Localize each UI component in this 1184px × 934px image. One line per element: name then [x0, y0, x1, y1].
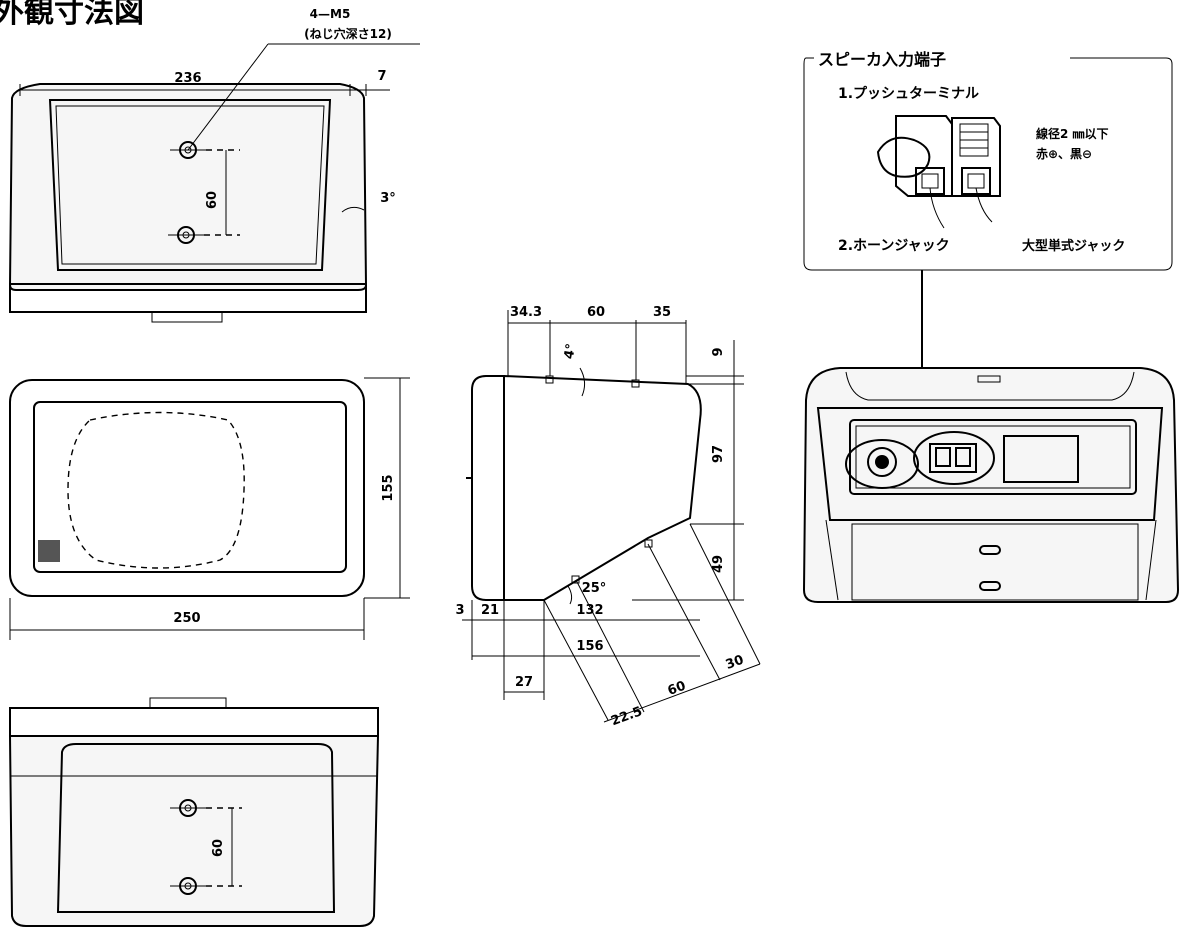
side-dim-label: 60	[666, 679, 688, 699]
face-width-label: 250	[173, 611, 200, 626]
screw-hole	[168, 226, 204, 244]
front-width-label: 236	[174, 71, 201, 86]
front-view: 60 236 7 4—M5 (ねじ穴深さ12) 3°	[8, 7, 420, 323]
side-dim-label: 132	[576, 603, 603, 618]
screw-hole	[170, 799, 206, 817]
front-tilt-label: 3°	[380, 191, 396, 206]
terminal-item-1: 1.プッシュターミナル	[838, 86, 979, 102]
side-dim-label: 60	[587, 305, 605, 320]
side-dim-label: 21	[481, 603, 499, 618]
side-dim-label: 3	[455, 603, 464, 618]
back-panel-view	[802, 367, 1180, 603]
screw-depth-label: (ねじ穴深さ12)	[304, 26, 392, 41]
push-terminal-illustration	[876, 115, 1001, 229]
rear-hole-spacing-label: 60	[211, 839, 226, 857]
screw-hole	[170, 877, 206, 895]
side-dim-label: 35	[653, 305, 671, 320]
screw-label: 4—M5	[310, 7, 351, 21]
side-dim-label: 49	[711, 555, 726, 573]
side-dim-label: 4°	[562, 342, 579, 360]
side-dim-label: 97	[711, 445, 726, 463]
side-dim-label: 30	[724, 653, 746, 673]
rear-view: 60	[8, 697, 380, 927]
terminal-item-2: 2.ホーンジャック	[838, 238, 950, 254]
side-dim-label: 22.5	[609, 704, 644, 729]
side-view: 34.3 60 35 4° 9 97 49 25° 3 21 132 156 2…	[455, 305, 761, 729]
terminal-item-2-spec: 大型単式ジャック	[1022, 238, 1125, 254]
side-dim-label: 156	[576, 639, 603, 654]
side-dim-label: 27	[515, 675, 533, 690]
terminal-callout: スピーカ入力端子 1.プッシュターミナル 線径2 ㎜以下 赤⊕、黒⊖ 2.ホーン…	[803, 50, 1173, 271]
side-dim-label: 9	[711, 347, 726, 356]
terminal-spec-2: 赤⊕、黒⊖	[1036, 146, 1092, 161]
side-dim-label: 25°	[582, 581, 607, 596]
front-offset-label: 7	[377, 69, 386, 84]
face-height-label: 155	[381, 474, 396, 501]
terminal-spec-1: 線径2 ㎜以下	[1036, 126, 1109, 141]
front-hole-spacing-label: 60	[205, 191, 220, 209]
face-view: 155 250	[9, 377, 410, 640]
page-title: 外観寸法図	[0, 0, 144, 30]
terminal-heading: スピーカ入力端子	[818, 50, 946, 69]
side-dim-label: 34.3	[510, 305, 542, 320]
